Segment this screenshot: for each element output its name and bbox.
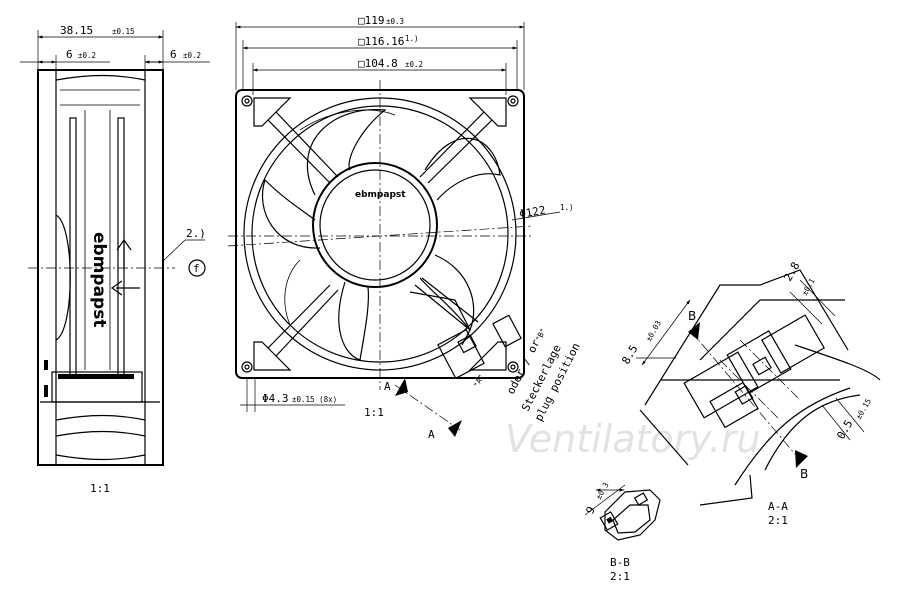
plug-a-label: "A" (472, 373, 486, 389)
dim-8-5-tol: ±0.03 (644, 319, 663, 343)
dim-flange-right: 6 (170, 48, 177, 61)
dim-mid-square: □104.8 (358, 57, 398, 70)
dim-diameter-note: 1.) (560, 203, 574, 212)
side-scale: 1:1 (90, 482, 110, 495)
watermark-text: Ventilatory.ru (505, 417, 761, 461)
section-a-label-top: A (384, 380, 391, 393)
dim-flange-left-tol: ±0.2 (78, 51, 96, 60)
section-aa-view: B B 8.5 ±0.03 2.8 ±0.1 0.5 ±0.15 A-A 2:1 (619, 260, 881, 527)
dim-8-5: 8.5 (619, 343, 640, 367)
dim-hole-diameter: Φ4.3 (262, 392, 289, 405)
dim-0-5: 0.5 (834, 418, 855, 442)
dim-overall-width-tol: ±0.15 (112, 27, 135, 36)
ground-symbol-label: f (193, 262, 200, 275)
dim-outer-square: □119 (358, 14, 385, 27)
dim-flange-right-tol: ±0.2 (183, 51, 201, 60)
section-a-label-bottom: A (428, 428, 435, 441)
dim-diameter: Φ122 (518, 204, 546, 221)
dim-outer-square-tol: ±0.3 (386, 17, 404, 26)
dim-2-8: 2.8 (781, 260, 802, 284)
side-brand-logo: ebmpapst (89, 232, 109, 327)
section-bb-title: B-B (610, 556, 630, 569)
section-b-label-top: B (688, 309, 696, 323)
dim-mid-square-tol: ±0.2 (405, 60, 423, 69)
dim-hole-diameter-tol: ±0.15 (8x) (292, 395, 337, 404)
dim-flange-left: 6 (66, 48, 73, 61)
section-bb-view: 9 ±0.3 B-B 2:1 (583, 481, 661, 583)
ground-symbol (188, 259, 206, 277)
side-note-ref: 2.) (186, 227, 206, 240)
section-aa-title: A-A (768, 500, 788, 513)
front-view: □119 ±0.3 □116.16 1.) □104.8 ±0.2 ebmpap… (227, 14, 583, 441)
dim-hole-square-note: 1.) (405, 34, 419, 43)
side-view: 38.15 ±0.15 6 ±0.2 6 ±0.2 (20, 24, 210, 495)
section-b-label-bottom: B (800, 467, 808, 481)
dim-0-5-tol: ±0.15 (854, 397, 873, 421)
front-brand-logo: ebmpapst (355, 190, 406, 200)
front-scale: 1:1 (364, 406, 384, 419)
dim-overall-width: 38.15 (60, 24, 93, 37)
dim-hole-square: □116.16 (358, 35, 404, 48)
section-bb-scale: 2:1 (610, 570, 630, 583)
section-aa-scale: 2:1 (768, 514, 788, 527)
